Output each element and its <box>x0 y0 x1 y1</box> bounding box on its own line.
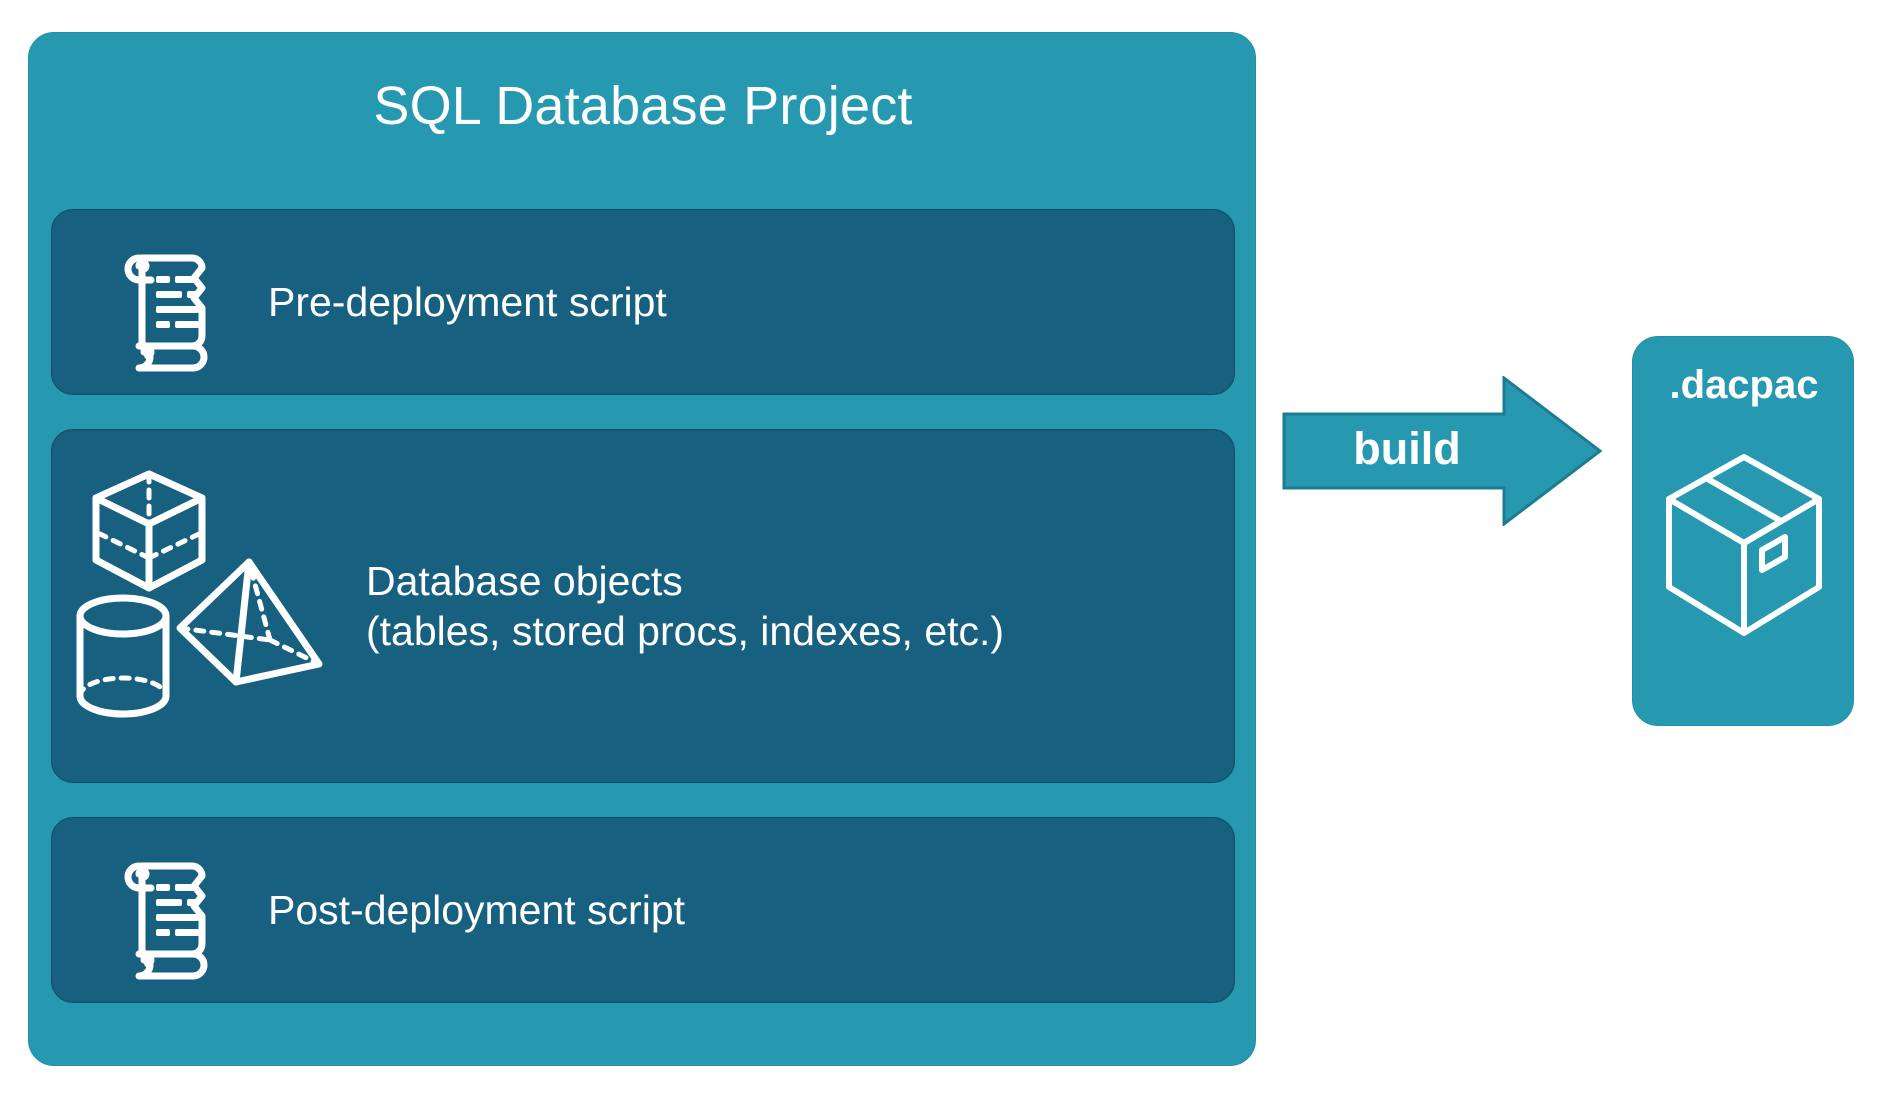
row-label-pre-deployment: Pre-deployment script <box>268 278 667 325</box>
project-title: SQL Database Project <box>373 76 913 136</box>
dacpac-output-card: .dacpac <box>1632 336 1854 726</box>
row-pre-deployment-script[interactable]: Pre-deployment script <box>51 209 1235 395</box>
pyramid-icon <box>174 552 324 697</box>
cylinder-icon <box>68 588 178 733</box>
sql-database-project-card: SQL Database Project <box>28 32 1256 1066</box>
dacpac-title: .dacpac <box>1669 363 1819 407</box>
row-post-deployment-script[interactable]: Post-deployment script <box>51 817 1235 1003</box>
database-objects-icon-group <box>66 456 366 756</box>
row-label-database-objects: Database objects (tables, stored procs, … <box>366 557 1005 654</box>
scroll-icon <box>74 232 264 372</box>
cube-icon <box>86 466 212 603</box>
row-label-post-deployment: Post-deployment script <box>268 886 686 933</box>
scroll-icon <box>74 840 264 980</box>
right-arrow-icon <box>1282 374 1603 528</box>
row-database-objects[interactable]: Database objects (tables, stored procs, … <box>51 429 1235 783</box>
package-box-icon <box>1659 447 1829 652</box>
